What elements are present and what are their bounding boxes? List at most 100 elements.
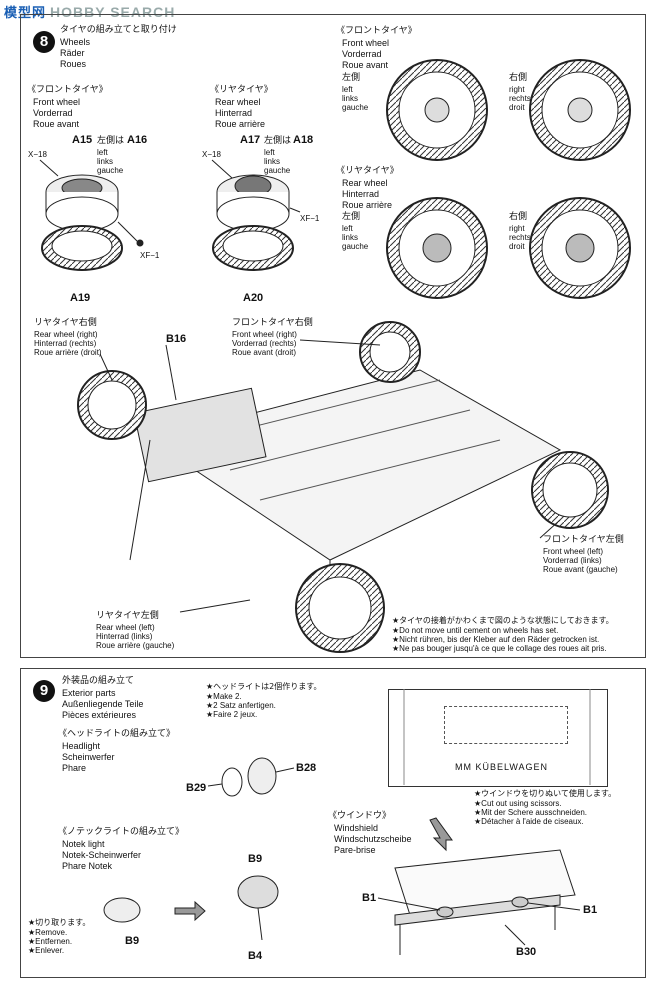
- rf-left-jp: 左側: [342, 73, 361, 83]
- step9-title-jp: 外装品の組み立て: [62, 676, 135, 686]
- rf-right-fr: droit: [509, 103, 525, 112]
- front-right-callout-jp: フロントタイヤ右側: [232, 318, 313, 328]
- rr-left-fr: gauche: [342, 242, 369, 251]
- rr-right-de: rechts: [509, 233, 531, 242]
- notek-jp: 《ノテックライトの組み立て》: [58, 827, 185, 837]
- rear-left-callout-en: Rear wheel (left): [96, 623, 155, 632]
- front-left-jp: 左側は: [97, 136, 125, 146]
- front-left-fr: gauche: [97, 166, 124, 175]
- step8-title-fr: Roues: [60, 59, 87, 69]
- rear-left-fr: gauche: [264, 166, 291, 175]
- part-a15: A15: [72, 134, 93, 146]
- wheel-note-en: ★Do not move until cement on wheels has …: [392, 626, 559, 635]
- front-x18: X−18: [28, 150, 47, 159]
- rear-right-callout-jp: リヤタイヤ右側: [34, 318, 97, 328]
- step9-title-fr: Pièces extérieures: [62, 710, 137, 720]
- step9-number: 9: [33, 680, 55, 702]
- chassis-drawing: [77, 321, 609, 653]
- rear-left-callout-fr: Roue arrière (gauche): [96, 641, 175, 650]
- headlight-jp: 《ヘッドライトの組み立て》: [58, 729, 176, 739]
- rear-right-callout-en: Rear wheel (right): [34, 330, 98, 339]
- cut-de: ★Mit der Schere ausschneiden.: [474, 808, 588, 817]
- part-a20: A20: [243, 292, 264, 304]
- rear-left-callout-jp: リヤタイヤ左側: [96, 611, 159, 621]
- rr-left-de: links: [342, 233, 359, 242]
- make2-fr: ★Faire 2 jeux.: [206, 710, 258, 719]
- rear-left-callout-de: Hinterrad (links): [96, 632, 153, 641]
- front-tyre-en: Front wheel: [33, 97, 81, 107]
- part-b29: B29: [186, 782, 207, 794]
- part-b1-right: B1: [583, 904, 598, 916]
- notek-de: Notek-Scheinwerfer: [62, 850, 142, 860]
- headlight-drawing: [207, 757, 295, 797]
- part-b16: B16: [166, 333, 187, 345]
- rear-left-de: links: [264, 157, 281, 166]
- cut-fr: ★Détacher à l'aide de ciseaux.: [474, 817, 584, 826]
- part-b1-left: B1: [362, 892, 377, 904]
- front-left-callout-de: Vorderrad (links): [543, 556, 602, 565]
- rf-fr: Roue avant: [342, 60, 389, 70]
- rr-right-en: right: [509, 224, 525, 233]
- rear-right-callout-de: Hinterrad (rechts): [34, 339, 97, 348]
- front-tyre-jp: 《フロントタイヤ》: [27, 85, 108, 95]
- window-sheet: [388, 689, 608, 787]
- rf-right-de: rechts: [509, 94, 531, 103]
- front-left-callout-fr: Roue avant (gauche): [543, 565, 618, 574]
- front-xf1: XF−1: [140, 251, 160, 260]
- rear-tyre-jp: 《リヤタイヤ》: [210, 85, 273, 95]
- rf-left-fr: gauche: [342, 103, 369, 112]
- rear-x18: X−18: [202, 150, 221, 159]
- windshield-en: Windshield: [334, 823, 379, 833]
- windshield-jp: 《ウインドウ》: [328, 811, 392, 821]
- part-b4: B4: [248, 950, 263, 962]
- windshield-drawing: [377, 689, 591, 955]
- part-a17: A17: [240, 134, 261, 146]
- rf-right-jp: 右側: [509, 73, 528, 83]
- windshield-de: Windschutzscheibe: [334, 834, 412, 844]
- front-left-en: left: [97, 148, 108, 157]
- front-tyre-assembly: [39, 159, 144, 271]
- window-cutout: [444, 706, 568, 744]
- rr-left-jp: 左側: [342, 212, 361, 222]
- remove-fr: ★Enlever.: [28, 946, 65, 955]
- part-b9-bottom: B9: [125, 935, 140, 947]
- rr-right-jp: 右側: [509, 212, 528, 222]
- front-left-de: links: [97, 157, 114, 166]
- part-a18: A18: [293, 134, 314, 146]
- make2-de: ★2 Satz anfertigen.: [206, 701, 276, 710]
- watermark-logo: 模型网: [4, 5, 47, 20]
- front-right-callout-en: Front wheel (right): [232, 330, 297, 339]
- part-a16: A16: [127, 134, 148, 146]
- cut-jp: ★ウインドウを切りぬいて使用します。: [474, 789, 617, 798]
- step8-title-de: Räder: [60, 48, 85, 58]
- notek-fr: Phare Notek: [62, 861, 113, 871]
- rr-jp: 《リヤタイヤ》: [336, 166, 399, 176]
- rear-tyre-assembly: [211, 159, 301, 271]
- rr-fr: Roue arrière: [342, 200, 393, 210]
- rear-tyre-de: Hinterrad: [215, 108, 253, 118]
- rr-left-en: left: [342, 224, 353, 233]
- notek-drawing: [103, 875, 279, 941]
- part-b9-top: B9: [248, 853, 263, 865]
- front-tyre-de: Vorderrad: [33, 108, 73, 118]
- part-a19: A19: [70, 292, 91, 304]
- part-b30: B30: [516, 946, 537, 958]
- finished-wheels: [386, 59, 631, 299]
- watermark-text: HOBBY SEARCH: [50, 4, 176, 20]
- remove-de: ★Entfernen.: [28, 937, 73, 946]
- wheel-note-de: ★Nicht rühren, bis der Kleber auf den Rä…: [392, 635, 600, 644]
- step8-title-jp: タイヤの組み立てと取り付け: [60, 25, 177, 35]
- step9-title-de: Außenliegende Teile: [62, 699, 144, 709]
- step9-title-en: Exterior parts: [62, 688, 116, 698]
- front-right-callout-de: Vorderrad (rechts): [232, 339, 297, 348]
- notek-en: Notek light: [62, 839, 105, 849]
- front-left-callout-en: Front wheel (left): [543, 547, 604, 556]
- rear-tyre-en: Rear wheel: [215, 97, 261, 107]
- front-left-callout-jp: フロントタイヤ左側: [543, 535, 624, 545]
- headlight-en: Headlight: [62, 741, 101, 751]
- wheel-note-jp: ★タイヤの接着がかわくまで図のような状態にしておきます。: [392, 616, 614, 625]
- step9-panel: [20, 668, 646, 978]
- step8-title-en: Wheels: [60, 37, 91, 47]
- wheel-note-fr: ★Ne pas bouger jusqu'à ce que le collage…: [392, 644, 607, 653]
